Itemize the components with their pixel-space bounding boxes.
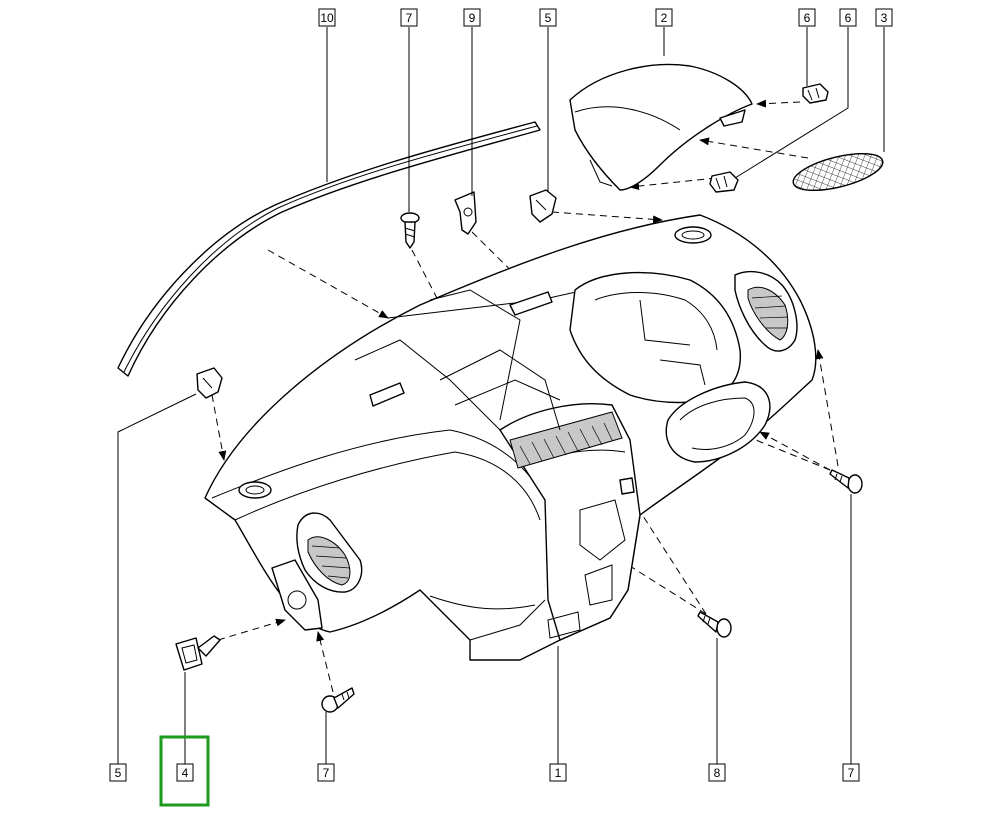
callout-7-bottom-right-label: 7 <box>848 766 855 780</box>
callout-6-left: 6 <box>798 8 816 27</box>
callout-1: 1 <box>549 763 567 782</box>
clip-part-9 <box>454 191 477 235</box>
push-clip-part-4 <box>175 635 221 671</box>
callout-7-bottom-left-label: 7 <box>323 766 330 780</box>
callout-7-top: 7 <box>400 8 418 27</box>
callout-6-right: 6 <box>839 8 857 27</box>
left-vent-slats <box>311 545 351 579</box>
clip-part-6-upper <box>802 83 829 104</box>
callout-1-label: 1 <box>555 766 562 780</box>
callout-6-left-label: 6 <box>804 11 811 25</box>
leader-lines <box>117 27 885 764</box>
screw-part-8 <box>697 611 732 638</box>
dashboard-body <box>204 214 817 661</box>
callout-2-label: 2 <box>661 11 668 25</box>
cluster-cowl <box>569 63 753 191</box>
callout-7-top-label: 7 <box>406 11 413 25</box>
callout-9: 9 <box>463 8 481 27</box>
callout-4: 4 <box>176 763 194 782</box>
clip-part-5-upper <box>529 189 557 223</box>
screw-part-7-right <box>829 469 863 494</box>
callout-7-bottom-right: 7 <box>842 763 860 782</box>
selected-part-highlight[interactable] <box>159 735 210 807</box>
callout-8: 8 <box>708 763 726 782</box>
callout-9-label: 9 <box>469 11 476 25</box>
center-vent-slats <box>519 422 613 465</box>
callout-2: 2 <box>655 8 673 27</box>
callout-8-label: 8 <box>714 766 721 780</box>
callout-5-bottom-label: 5 <box>115 766 122 780</box>
screw-part-7-top <box>400 212 420 249</box>
callout-3-label: 3 <box>881 11 888 25</box>
callout-3: 3 <box>875 8 893 27</box>
callout-5-top-label: 5 <box>545 11 552 25</box>
clip-part-5-lower <box>196 367 223 399</box>
clip-part-6-lower <box>709 171 739 193</box>
callout-6-right-label: 6 <box>845 11 852 25</box>
screw-part-7-bottom <box>321 687 355 713</box>
callout-7-bottom-left: 7 <box>317 763 335 782</box>
top-moulding-strip <box>117 121 541 377</box>
callout-10: 10 <box>318 8 336 27</box>
callout-4-label: 4 <box>182 766 189 780</box>
callout-5-top: 5 <box>539 8 557 27</box>
callout-5-bottom: 5 <box>109 763 127 782</box>
callout-10-label: 10 <box>320 11 334 25</box>
speaker-grille <box>792 152 884 192</box>
right-vent-slats <box>751 295 789 329</box>
